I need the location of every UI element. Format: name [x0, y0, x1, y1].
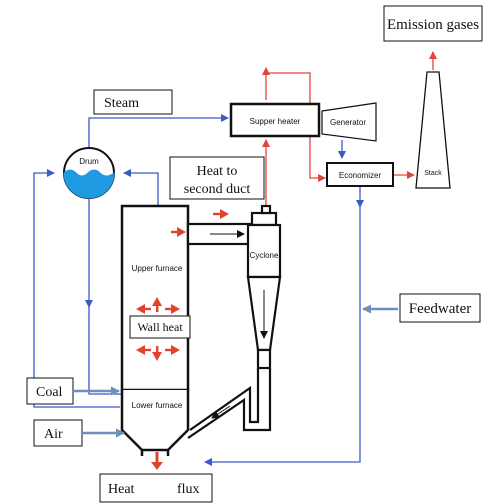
steam-box [93, 89, 173, 115]
stack-shape [415, 71, 451, 189]
economizer-label: Economizer [339, 171, 382, 180]
air-box [33, 419, 83, 447]
coal-label: Coal [36, 385, 63, 400]
wall-heat-arrows [136, 209, 229, 470]
generator-shape [321, 102, 377, 142]
heat-label: Heat [108, 482, 135, 497]
wall-heat-box [129, 315, 191, 339]
generator-label: Generator [330, 118, 366, 127]
cyclone [246, 204, 282, 370]
superheater-box [229, 102, 321, 138]
return-flow-arrow [211, 405, 231, 419]
heat-to-second-duct-box [169, 156, 265, 200]
stack-label: Stack [424, 170, 442, 177]
wall-heat-label: Wall heat [137, 320, 183, 334]
cyclone-label: Cyclone [250, 251, 279, 260]
heat-to-label: Heat to [197, 164, 238, 179]
furnace [120, 204, 190, 456]
flux-label: flux [177, 482, 200, 497]
upper-furnace-label: Upper furnace [132, 264, 183, 273]
feedwater-label: Feedwater [409, 301, 471, 317]
drum-label: Drum [79, 157, 99, 166]
feedwater-box [399, 293, 481, 323]
second-duct-label: second duct [184, 182, 251, 197]
lower-furnace-label: Lower furnace [132, 401, 183, 410]
air-label: Air [44, 427, 63, 442]
emission-gases-label: Emission gases [387, 17, 479, 33]
emission-gases-box [383, 5, 483, 42]
water-steam-lines [33, 114, 364, 466]
heat-flux-box [99, 473, 213, 503]
superheater-label: Supper heater [250, 117, 301, 126]
cyclone-return-leg [187, 368, 272, 439]
drum: Drum [63, 147, 115, 199]
steam-label: Steam [104, 96, 139, 111]
economizer-box [326, 162, 394, 187]
